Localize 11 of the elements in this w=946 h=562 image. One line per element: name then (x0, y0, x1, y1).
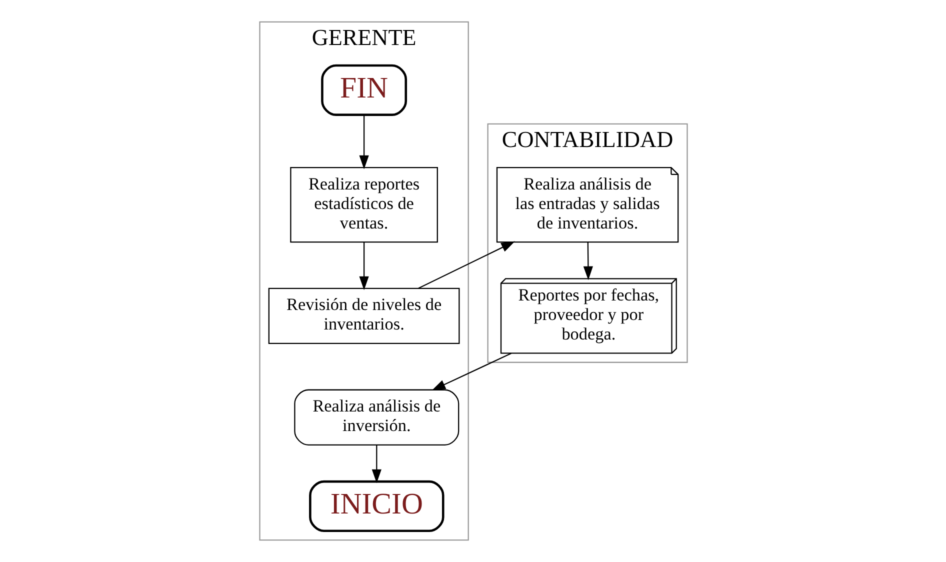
node-box: INICIO (308, 480, 444, 532)
node-box: Realiza análisis de inversión. (294, 389, 459, 446)
arrow (371, 444, 381, 484)
node-box: Revisión de niveles de inventarios. (268, 288, 460, 344)
arrow (582, 242, 592, 280)
arrow (431, 352, 511, 390)
arrow (418, 241, 514, 289)
node-box: FIN (320, 64, 407, 116)
node-box: Realiza reportes estadísticos de ventas. (290, 166, 438, 243)
arrow (358, 242, 368, 290)
arrow (358, 115, 368, 170)
